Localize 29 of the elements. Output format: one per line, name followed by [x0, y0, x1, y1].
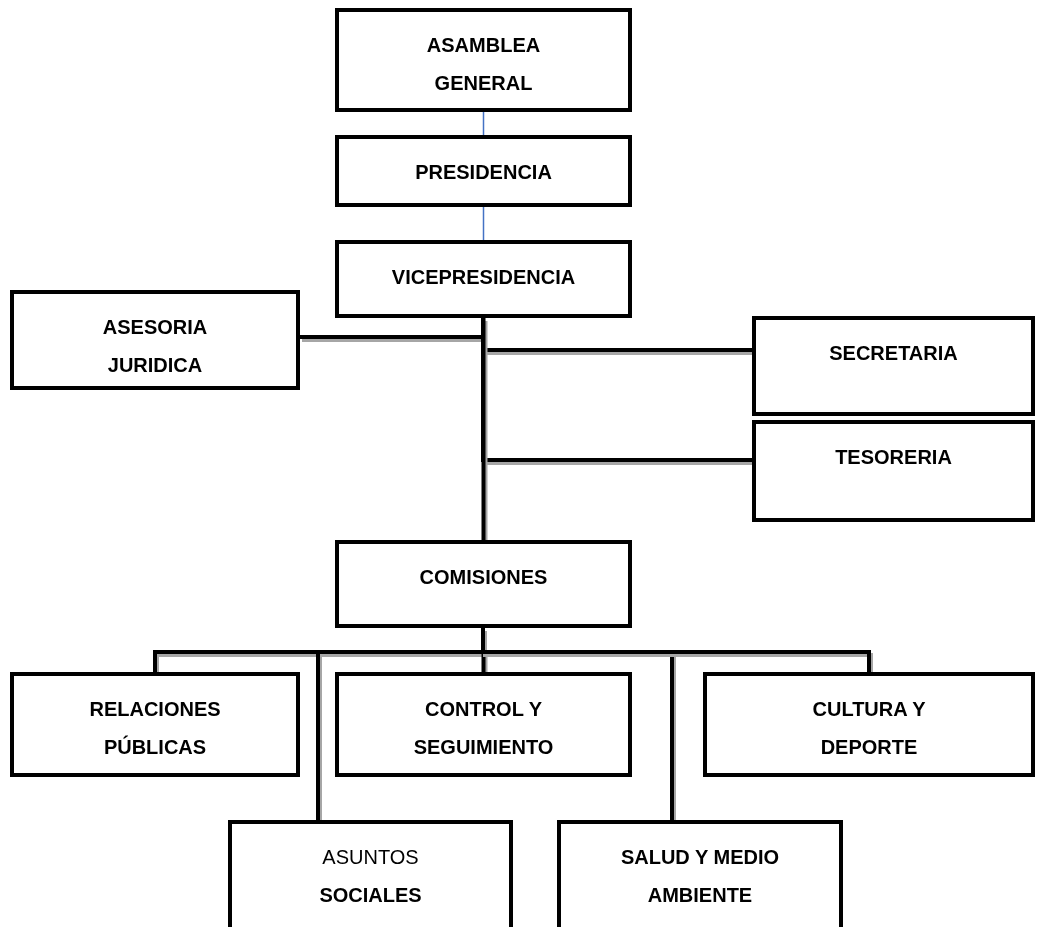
connector-line	[481, 318, 752, 462]
org-box	[228, 820, 513, 927]
connector-line	[481, 318, 486, 540]
org-box	[10, 290, 300, 390]
box-label: SALUD Y MEDIO AMBIENTE	[619, 845, 781, 908]
box-label: TESORERIA	[835, 445, 952, 470]
box-label: ASAMBLEA GENERAL	[425, 33, 542, 96]
org-box	[10, 672, 300, 777]
box-label: CULTURA Y DEPORTE	[811, 697, 927, 760]
org-box	[752, 420, 1035, 522]
connector-line	[482, 206, 485, 241]
connector-line	[482, 111, 485, 136]
box-label: ASESORIA JURIDICA	[101, 315, 209, 378]
org-box	[335, 8, 632, 112]
box-label: RELACIONES PÚBLICAS	[88, 697, 222, 760]
box-label: ASUNTOS SOCIALES	[318, 845, 423, 908]
box-label: SECRETARIA	[829, 341, 958, 366]
box-label: COMISIONES	[419, 565, 548, 590]
box-label: CONTROL Y SEGUIMIENTO	[412, 697, 555, 760]
connector-line	[481, 628, 871, 672]
org-box	[557, 820, 843, 927]
org-box	[752, 316, 1035, 416]
box-label: VICEPRESIDENCIA	[391, 265, 576, 290]
box-label: PRESIDENCIA	[415, 160, 552, 185]
org-box	[335, 240, 632, 318]
org-box	[335, 672, 632, 777]
org-box	[703, 672, 1035, 777]
org-box	[335, 135, 632, 207]
org-box	[335, 540, 632, 628]
